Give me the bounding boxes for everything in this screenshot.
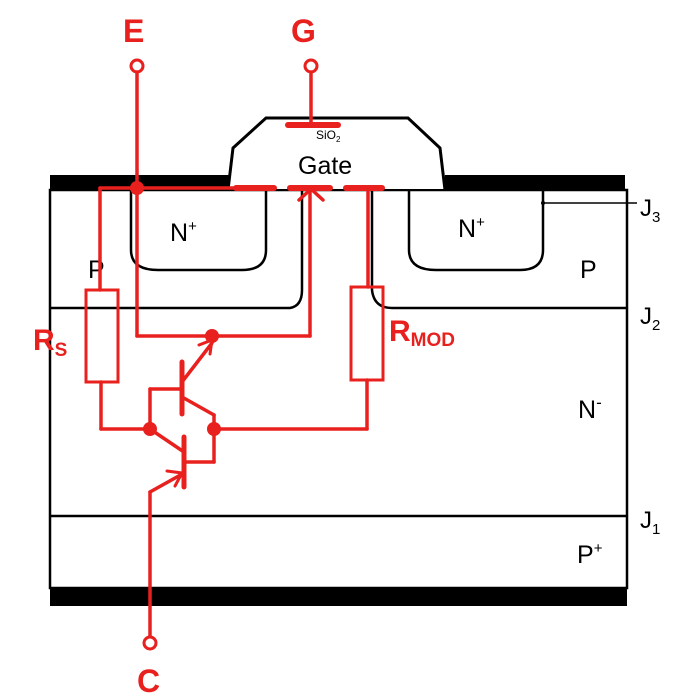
rmod-label: RMOD	[389, 315, 455, 351]
device-structure	[48, 116, 637, 606]
n-plus-well-left	[129, 190, 268, 272]
equivalent-circuit	[84, 58, 385, 651]
channel-arrow	[297, 186, 325, 202]
p-plus-label: P+	[577, 540, 603, 569]
npn-lower-leg	[148, 471, 186, 494]
junction-j1-label: J1	[640, 507, 660, 538]
pnp-emitter-node	[205, 329, 219, 343]
junction-j3-dot	[541, 201, 545, 205]
pnp-collector-leg	[180, 395, 216, 417]
circuit-labels: E G C RS RMOD	[33, 13, 455, 699]
gate-terminal-label: G	[291, 13, 316, 49]
gate-terminal-dot	[303, 58, 319, 74]
emitter-terminal-dot	[129, 58, 145, 74]
gate-label: Gate	[298, 152, 352, 180]
npn-collector-arrow	[165, 469, 185, 488]
n-minus-label: N-	[578, 393, 602, 424]
region-labels: SiO2 Gate N+ N+ P P N- P+ J3 J2 J1	[88, 128, 660, 569]
junction-j2-label: J2	[640, 303, 660, 334]
pnp-emitter-arrow	[197, 337, 214, 356]
collector-terminal-dot	[142, 635, 158, 651]
oxide-label: SiO2	[316, 128, 341, 144]
pnp-emitter-leg	[180, 341, 214, 384]
p-label-right: P	[580, 256, 597, 284]
junction-j3-label: J3	[640, 195, 660, 226]
emitter-metal-right	[445, 175, 625, 190]
p-label-left: P	[88, 256, 105, 284]
emitter-terminal-label: E	[123, 13, 144, 49]
gate-body	[226, 116, 447, 191]
rs-label: RS	[33, 324, 67, 361]
collector-terminal-label: C	[137, 663, 160, 699]
rs-resistor	[84, 288, 120, 384]
junction-j2-line	[50, 190, 627, 310]
npn-upper-leg	[148, 427, 186, 454]
rmod-resistor	[349, 285, 385, 382]
collector-metal	[50, 588, 627, 606]
n-plus-well-right	[407, 190, 545, 272]
n-plus-label-right: N+	[458, 214, 485, 243]
n-plus-label-left: N+	[170, 218, 197, 247]
